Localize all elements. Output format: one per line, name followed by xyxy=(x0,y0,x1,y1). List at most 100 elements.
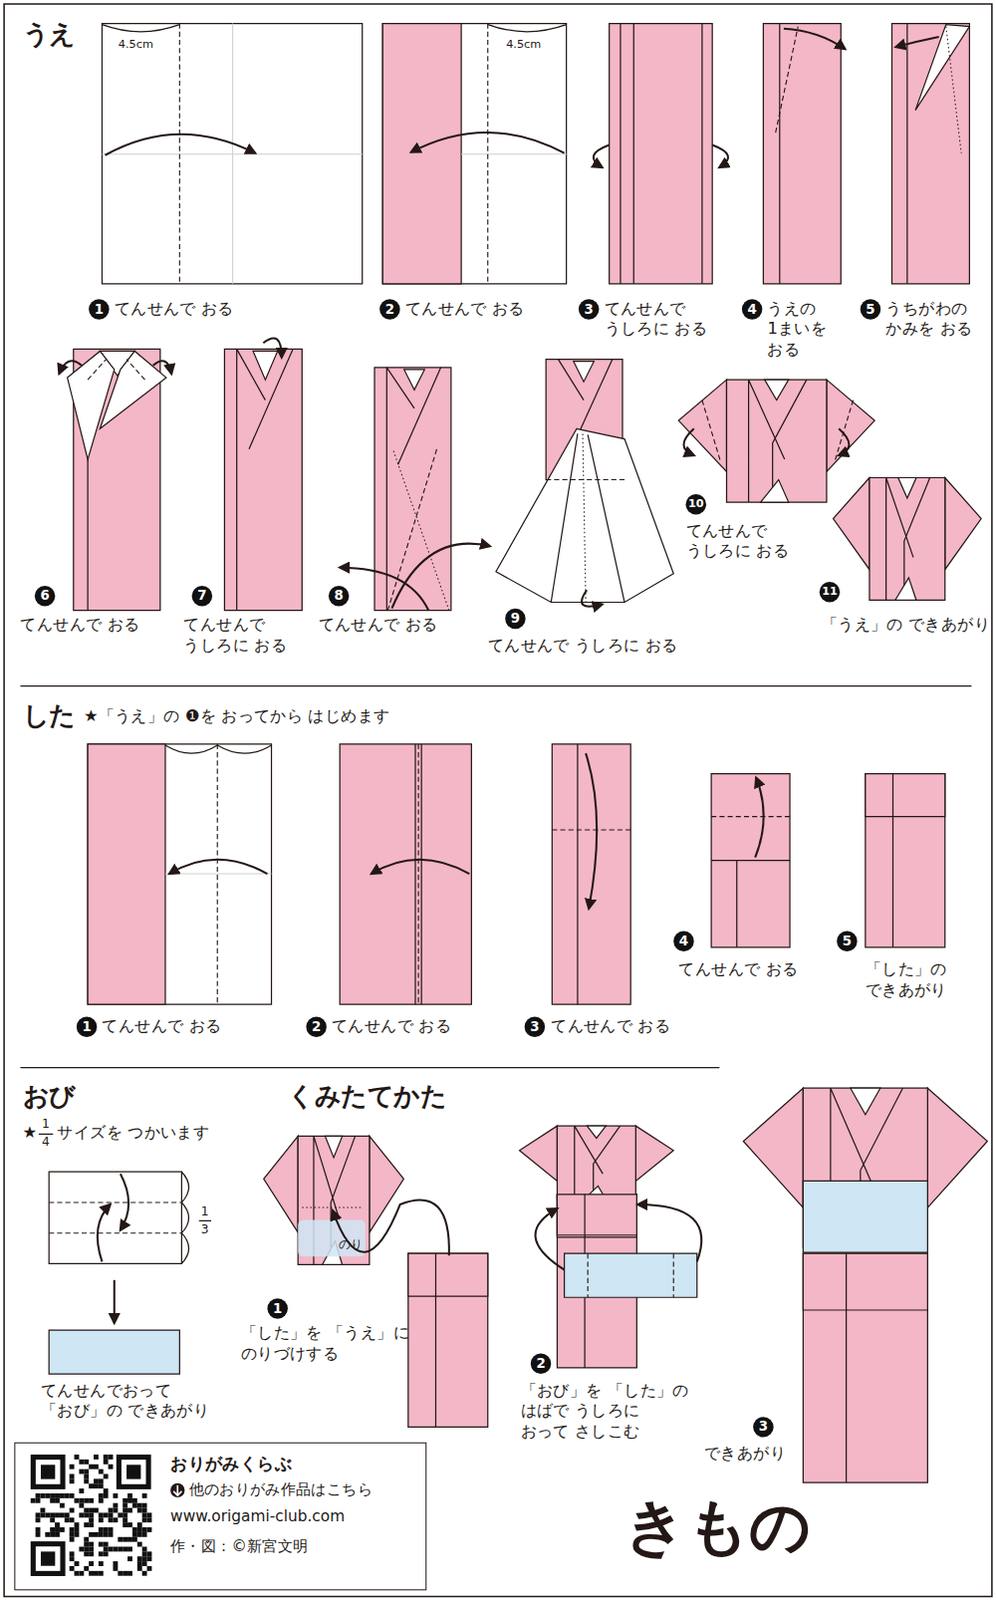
origami-stroke xyxy=(78,1502,84,1508)
origami-stroke xyxy=(132,1502,138,1508)
origami-stroke xyxy=(108,1526,114,1532)
origami-stroke xyxy=(103,1526,109,1532)
note-label: うちがわの かみを おる xyxy=(885,297,985,339)
origami-stroke xyxy=(711,773,790,948)
origami-stroke xyxy=(142,1526,148,1532)
origami-stroke xyxy=(83,1478,89,1484)
origami-stroke xyxy=(59,1493,65,1498)
note-label: 4 xyxy=(41,1133,50,1149)
origami-stroke xyxy=(83,1507,89,1513)
origami-stroke xyxy=(69,1550,75,1556)
origami-stroke xyxy=(415,744,422,1004)
note-label: てんせんで うしろに おる xyxy=(183,614,314,656)
origami-stroke xyxy=(88,1541,94,1547)
callout-number: 1 xyxy=(266,1297,287,1318)
section-heading: おび xyxy=(22,1079,76,1112)
origami-stroke xyxy=(69,1565,75,1571)
origami-stroke xyxy=(754,777,763,858)
note-label: 1 xyxy=(201,1204,210,1220)
note-label: ★ xyxy=(22,1122,38,1143)
origami-stroke xyxy=(88,1516,94,1522)
callout-number: 1 xyxy=(76,1015,97,1036)
origami-stroke xyxy=(391,543,490,609)
origami-stroke xyxy=(38,1133,212,1221)
origami-stroke xyxy=(137,1555,143,1561)
credit-text: おりがみくらぶ xyxy=(170,1453,292,1476)
origami-stroke xyxy=(116,1454,152,1490)
origami-stroke xyxy=(54,1511,60,1517)
origami-stroke xyxy=(332,1199,450,1255)
origami-stroke xyxy=(54,1497,60,1503)
origami-stroke xyxy=(147,1550,153,1556)
note-label: サイズを つかいます xyxy=(56,1122,210,1143)
origami-stroke xyxy=(556,1194,637,1236)
origami-stroke xyxy=(83,1565,89,1571)
origami-stroke xyxy=(142,1507,148,1513)
origami-stroke xyxy=(137,1531,143,1537)
callout-number: 2 xyxy=(305,1015,326,1036)
origami-stroke xyxy=(108,1454,114,1460)
origami-stroke xyxy=(127,1507,133,1513)
origami-stroke xyxy=(54,1493,60,1498)
origami-stroke xyxy=(78,1469,84,1475)
note-label: 3 xyxy=(201,1221,210,1237)
origami-stroke xyxy=(551,828,631,830)
callout-number: 2 xyxy=(530,1353,551,1374)
origami-stroke xyxy=(297,1219,366,1256)
note-label: 4.5cm xyxy=(505,37,541,52)
origami-stroke xyxy=(165,745,272,753)
origami-stroke xyxy=(127,1497,133,1503)
origami-stroke xyxy=(103,1493,109,1498)
origami-stroke xyxy=(105,134,256,156)
origami-stroke xyxy=(142,1570,148,1576)
callout-number: 2 xyxy=(379,298,400,319)
origami-stroke xyxy=(83,1474,89,1480)
note-label: 「した」の できあがり xyxy=(865,959,954,1000)
origami-stroke xyxy=(93,1454,99,1460)
origami-stroke xyxy=(127,1536,133,1542)
origami-stroke xyxy=(88,1570,94,1576)
origami-stroke xyxy=(802,1252,928,1483)
origami-stroke xyxy=(49,1526,55,1532)
origami-stroke xyxy=(382,23,566,284)
origami-stroke xyxy=(88,1483,94,1489)
note-label: てんせんで うしろに おる xyxy=(604,297,736,339)
note-label: のり xyxy=(338,1237,364,1252)
origami-stroke xyxy=(88,1560,94,1566)
origami-stroke xyxy=(802,1180,928,1252)
callout-number: 8 xyxy=(328,585,349,606)
origami-stroke xyxy=(30,1540,66,1576)
origami-stroke xyxy=(142,1493,148,1498)
origami-stroke xyxy=(778,23,780,284)
origami-stroke xyxy=(103,1531,109,1537)
note-label: てんせんで おる xyxy=(114,297,235,318)
origami-stroke xyxy=(147,1526,153,1532)
callout-number: 1 xyxy=(88,298,109,319)
origami-stroke xyxy=(103,1474,109,1480)
origami-stroke xyxy=(142,1560,148,1566)
origami-stroke xyxy=(237,348,293,610)
origami-stroke xyxy=(404,369,425,390)
note-label: 4.5cm xyxy=(118,37,154,52)
origami-stroke xyxy=(545,479,625,481)
title: きもの xyxy=(624,1492,812,1560)
origami-stroke xyxy=(35,1493,41,1498)
origami-stroke xyxy=(87,744,271,1004)
origami-stroke xyxy=(88,1464,94,1470)
origami-stroke xyxy=(74,1521,80,1527)
origami-stroke xyxy=(83,1521,89,1527)
origami-stroke xyxy=(64,1511,70,1517)
origami-stroke xyxy=(122,1546,128,1552)
callout-number: 5 xyxy=(860,298,881,319)
origami-stroke xyxy=(3,3,993,1596)
origami-stroke xyxy=(127,1546,133,1552)
note-label: 「おび」を 「した」の はばで うしろに おって さしこむ xyxy=(520,1379,693,1441)
origami-stroke xyxy=(78,1488,84,1494)
origami-stroke xyxy=(408,1252,489,1427)
origami-stroke xyxy=(564,1252,698,1297)
origami-stroke xyxy=(132,1526,138,1532)
origami-stroke xyxy=(127,1570,133,1576)
origami-stroke xyxy=(74,1454,80,1460)
origami-stroke xyxy=(891,23,970,284)
origami-stroke xyxy=(54,1521,60,1527)
